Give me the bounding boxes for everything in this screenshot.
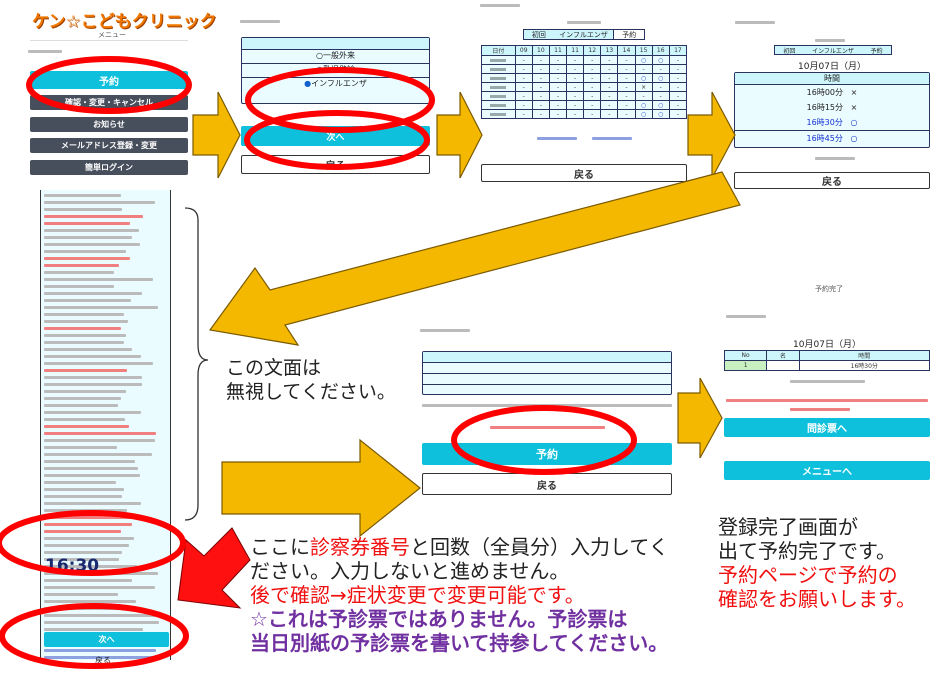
arrow-right-icon [688,92,735,178]
highlight-ellipse [454,408,634,472]
input-instructions: ここに診察券番号と回数（全員分）入力してく ださい。入力しないと進めません。 後… [250,535,669,655]
done-instructions: 登録完了画面が 出て予約完了です。 予約ページで予約の 確認をお願いします。 [718,515,916,611]
arrow-right-icon [437,92,482,178]
highlight-ellipse [29,59,189,111]
arrow-right-icon [678,378,722,458]
arrow-right-icon [193,92,240,178]
highlight-ellipse [247,113,427,167]
highlight-ellipse [0,513,183,573]
arrow-diagonal-icon [210,172,740,345]
ignore-note: この文面は 無視してください。 [226,356,396,404]
red-arrow-icon [178,528,250,608]
arrow-right-icon [222,440,420,536]
highlight-ellipse [2,606,186,666]
